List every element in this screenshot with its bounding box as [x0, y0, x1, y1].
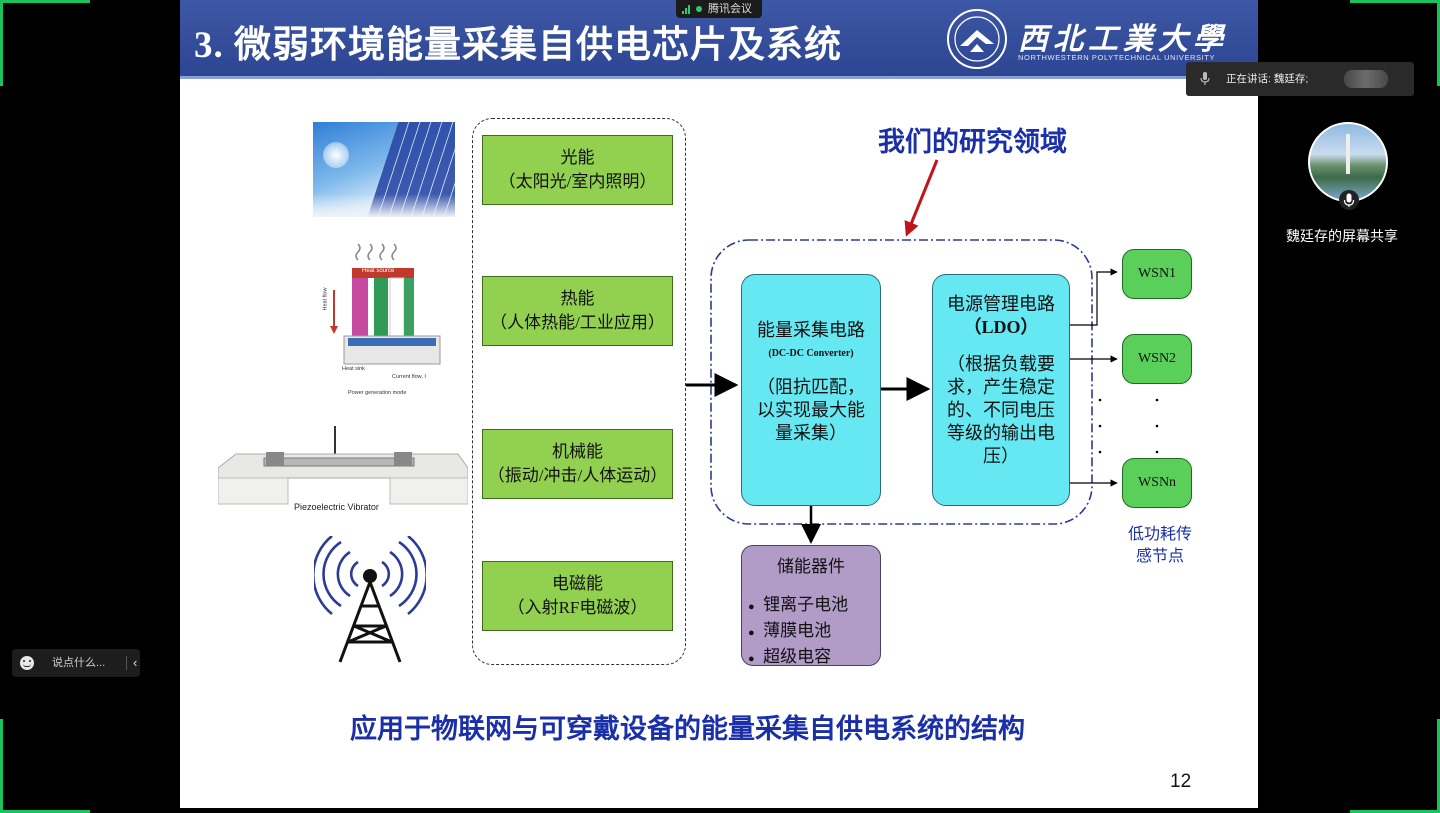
piezo-vibrator-image: Piezoelectric Vibrator: [217, 420, 469, 520]
solar-panel-image: [313, 122, 455, 217]
pmu-subtitle: （LDO）: [963, 317, 1039, 337]
speaking-indicator: 正在讲话: 魏廷存;: [1186, 62, 1414, 96]
source-detail: （振动/冲击/人体运动）: [487, 466, 668, 485]
pmu-desc-line: 求，产生稳定: [947, 377, 1055, 397]
pmu-desc-line: 等级的输出电: [947, 423, 1055, 443]
speaking-label: 正在讲话: 魏廷存;: [1226, 73, 1309, 85]
wsn-node: WSN1: [1122, 249, 1192, 299]
screen-share-label: 魏廷存的屏幕共享: [1286, 228, 1398, 244]
storage-item-label: 超级电容: [763, 647, 832, 666]
pmu-description: （根据负载要 求，产生稳定 的、不同电压 等级的输出电 压）: [933, 353, 1069, 468]
slide-title: 3. 微弱环境能量采集自供电芯片及系统: [194, 25, 842, 66]
wsn-node: WSN2: [1122, 334, 1192, 384]
storage-list: ● 锂离子电池 ● 薄膜电池 ● 超级电容: [742, 593, 880, 671]
heat-sink-label: Heat sink: [342, 366, 365, 372]
microphone-icon: [1200, 72, 1210, 85]
wsn-node: WSNn: [1122, 458, 1192, 508]
shared-slide: 3. 微弱环境能量采集自供电芯片及系统 西北工業大學 NORTHWESTERN …: [180, 0, 1258, 808]
university-emblem-icon: [947, 9, 1007, 69]
banner-divider: [180, 76, 1258, 79]
speaker-thumbnail-icon: [1344, 70, 1388, 88]
piezo-label: Piezoelectric Vibrator: [294, 502, 379, 512]
harvest-subtitle: (DC-DC Converter): [768, 348, 854, 359]
source-box-light: 光能 （太阳光/室内照明）: [482, 135, 673, 205]
wsn-caption-line: 感节点: [1135, 548, 1184, 565]
signal-icon: [682, 5, 692, 14]
chat-bar[interactable]: 说点什么... ‹: [12, 649, 140, 677]
energy-storage-box: 储能器件 ● 锂离子电池 ● 薄膜电池 ● 超级电容: [741, 545, 881, 666]
storage-item-label: 薄膜电池: [763, 621, 832, 640]
source-detail: （人体热能/工业应用）: [490, 313, 665, 332]
pmu-desc-line: （根据负载要: [947, 354, 1055, 374]
chevron-left-icon[interactable]: ‹: [133, 655, 138, 670]
source-box-thermal: 热能 （人体热能/工业应用）: [482, 276, 673, 346]
source-box-electromagnetic: 电磁能 （入射RF电磁波）: [482, 561, 673, 631]
harvest-title: 能量采集电路: [757, 320, 865, 340]
connection-dot-icon: [696, 6, 702, 12]
source-name: 光能: [560, 148, 595, 167]
meeting-app-tab[interactable]: 腾讯会议: [676, 0, 762, 18]
current-flow-label: Current flow, I: [392, 374, 426, 380]
page-number: 12: [1170, 771, 1192, 792]
storage-title: 储能器件: [777, 557, 845, 576]
energy-sources-group: [472, 118, 686, 665]
source-detail: （入射RF电磁波）: [507, 598, 648, 617]
pmu-desc-line: 的、不同电压: [947, 400, 1055, 420]
wsn-caption-line: 低功耗传: [1127, 526, 1192, 543]
power-generation-mode-label: Power generation mode: [348, 390, 407, 396]
storage-item: ● 薄膜电池: [748, 621, 832, 640]
harvest-desc-line: 以实现最大能: [757, 400, 865, 420]
emoji-icon[interactable]: [20, 656, 34, 670]
source-name: 电磁能: [552, 574, 603, 593]
storage-item: ● 锂离子电池: [748, 595, 849, 614]
university-english-name: NORTHWESTERN POLYTECHNICAL UNIVERSITY: [1018, 53, 1216, 62]
pmu-title: 电源管理电路: [947, 294, 1055, 314]
chat-input[interactable]: 说点什么...: [52, 657, 106, 669]
wsn-caption: 低功耗传 感节点: [1124, 524, 1196, 568]
diagram-connectors: [686, 159, 1159, 544]
power-management-box: 电源管理电路 （LDO） （根据负载要 求，产生稳定 的、不同电压 等级的输出电…: [932, 274, 1070, 506]
harvest-circuit-box: 能量采集电路 (DC-DC Converter) （阻抗匹配， 以实现最大能 量…: [741, 274, 881, 506]
slide-caption: 应用于物联网与可穿戴设备的能量采集自供电系统的结构: [350, 714, 1025, 744]
meeting-app-label: 腾讯会议: [708, 3, 752, 15]
source-name: 热能: [560, 289, 595, 308]
storage-item-label: 锂离子电池: [763, 595, 849, 614]
source-name: 机械能: [552, 442, 603, 461]
harvest-desc-line: （阻抗匹配，: [757, 377, 865, 397]
thermoelectric-image: Heat source Heat flow Heat sink Current …: [322, 240, 448, 400]
harvest-description: （阻抗匹配， 以实现最大能 量采集）: [742, 376, 880, 445]
source-box-mechanical: 机械能 （振动/冲击/人体运动）: [482, 429, 673, 499]
harvest-desc-line: 量采集）: [775, 423, 847, 443]
storage-item: ● 超级电容: [748, 647, 832, 666]
heat-source-label: Heat source: [362, 268, 395, 274]
rf-antenna-icon: [314, 536, 426, 663]
chat-divider: [126, 656, 127, 670]
university-name: 西北工業大學: [1018, 23, 1228, 56]
pmu-desc-line: 压）: [983, 446, 1019, 466]
research-region: [710, 239, 1093, 525]
avatar-microphone-icon: [1339, 190, 1359, 210]
source-detail: （太阳光/室内照明）: [498, 172, 657, 191]
research-area-label: 我们的研究领域: [878, 127, 1067, 157]
